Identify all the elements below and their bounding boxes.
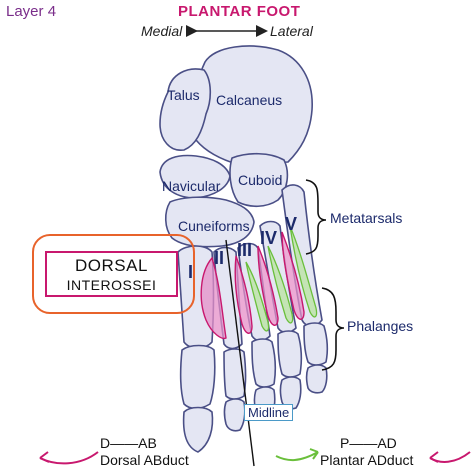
dorsal-interosseous-1 [200,256,227,340]
digit-3-label: III [237,240,253,260]
cuboid-bone [229,152,289,208]
phalanges-bracket [321,287,345,371]
phalanx-1-distal [182,406,214,453]
metatarsals-label: Metatarsals [330,210,403,226]
dorsal-code: D——AB [100,435,157,451]
phalanx-4-proximal [277,330,303,378]
midline-label: Midline [244,404,294,421]
navicular-label: Navicular [162,178,221,194]
calcaneus-label: Calcaneus [216,92,283,108]
dorsal-interosseous-4 [281,231,305,320]
digit-1-label: I [188,262,194,282]
layer-label: Layer 4 [6,3,57,20]
medial-label: Medial [141,23,183,39]
plantar-code: P——AD [340,435,397,451]
metatarsals-bracket [305,179,327,255]
phalanx-3-proximal [251,338,277,388]
digit-5-label: V [285,214,298,234]
phalanx-1-proximal [179,344,216,410]
cuneiforms-label: Cuneiforms [178,218,250,234]
cuboid-label: Cuboid [238,172,283,188]
callout-line-1: DORSAL [75,256,148,275]
phalanx-2-middle [223,398,246,432]
dorsal-interosseous-3 [257,245,279,326]
right-arrowhead [429,451,439,463]
talus-bone [159,68,212,151]
lateral-label: Lateral [270,23,313,39]
dorsal-text: Dorsal ABduct [100,452,189,468]
plantar-interosseous-3 [289,225,318,318]
plantar-interosseous-1 [245,261,270,332]
talus-label: Talus [167,87,200,103]
dorsal-interosseous-2 [234,255,253,334]
callout-frame [32,234,195,314]
callout-line-2: INTEROSSEI [66,277,157,293]
phalanges-label: Phalanges [347,318,414,334]
dorsal-arrowhead [39,451,50,463]
plantar-adduct-arrow [275,451,319,462]
midline-line [225,239,255,467]
page-title: PLANTAR FOOT [178,3,301,20]
plantar-arrowhead [309,448,319,460]
digit-2-label: II [214,248,225,268]
digit-4-label: IV [260,228,278,248]
phalanx-5-middle [305,364,328,394]
plantar-interosseous-2 [267,245,294,324]
dorsal-interossei-callout: DORSAL INTEROSSEI [45,251,178,297]
plantar-text: Plantar ADduct [320,452,414,468]
phalanx-4-middle [279,376,302,410]
phalanx-5-proximal [303,322,329,366]
